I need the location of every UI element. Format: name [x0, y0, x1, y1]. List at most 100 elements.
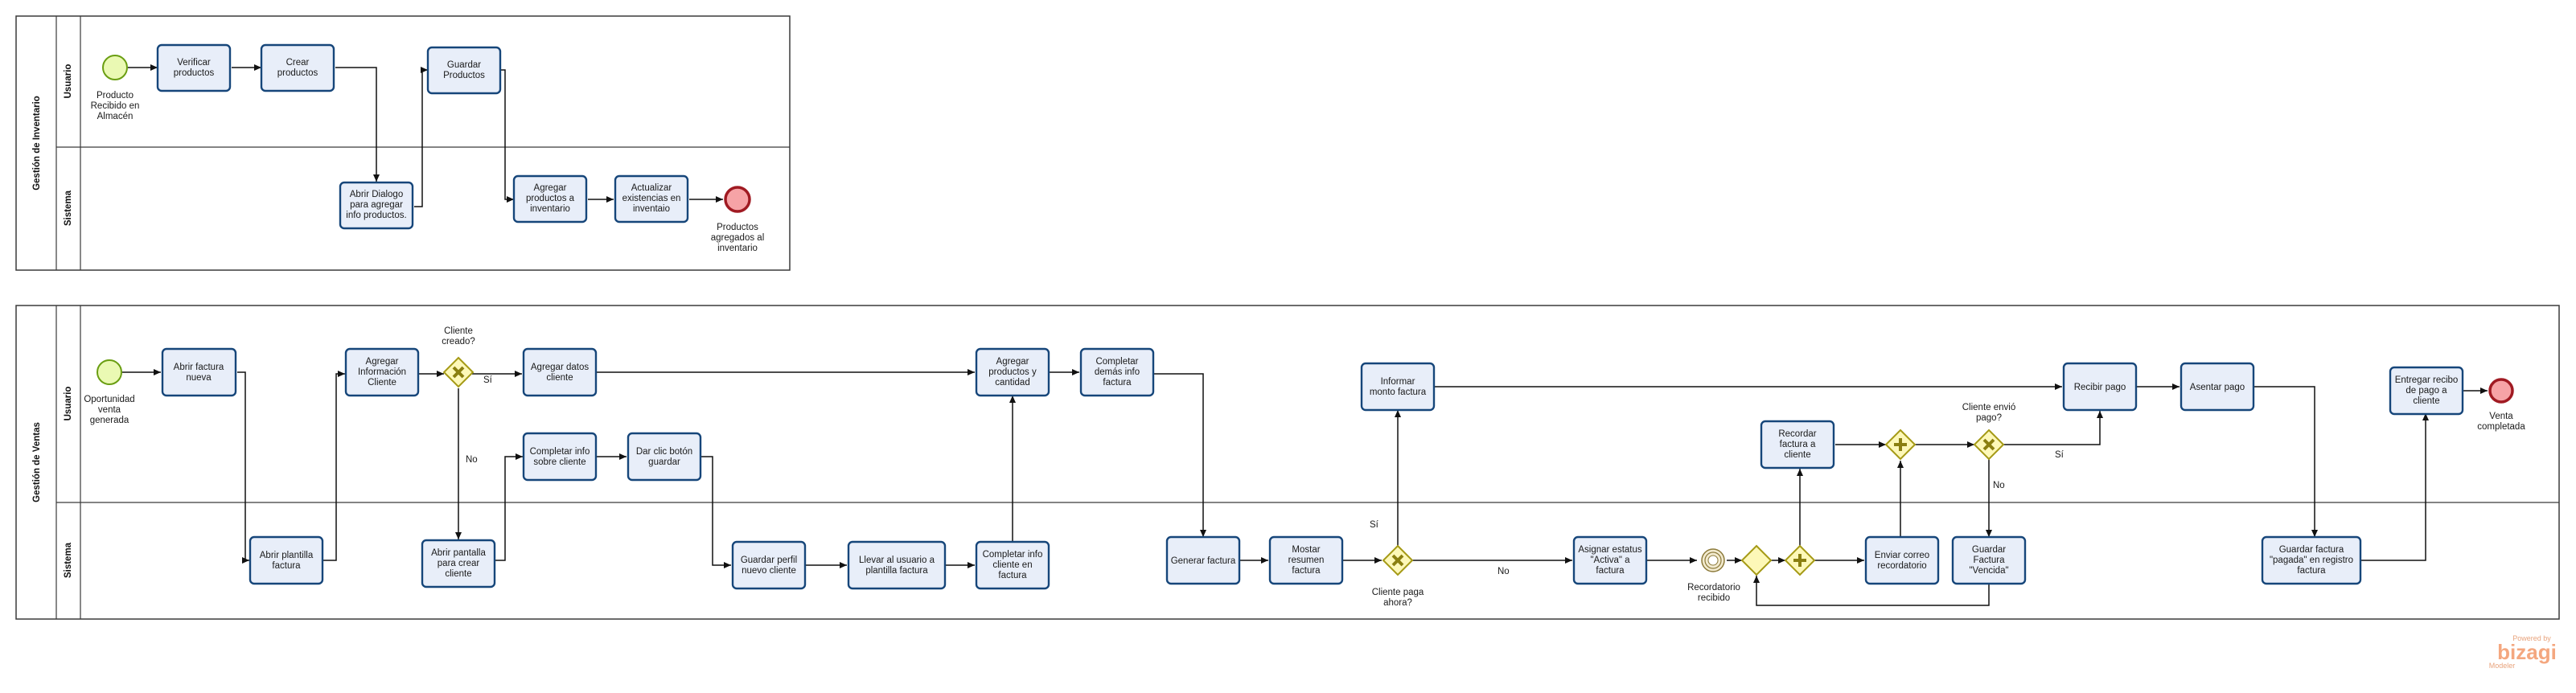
- task-agregar-informacion-cliente[interactable]: Agregar Información Cliente: [344, 347, 420, 397]
- task-recibir-pago[interactable]: Recibir pago: [2062, 362, 2138, 412]
- task-entregar-recibo[interactable]: Entregar recibo de pago a cliente: [2389, 366, 2464, 416]
- task-asentar-pago[interactable]: Asentar pago: [2180, 362, 2255, 412]
- task-label-line: Dar clic botón: [636, 447, 692, 457]
- task-mostrar-resumen-factura[interactable]: Mostar resumen factura: [1268, 535, 1344, 585]
- lane-usuario-label: Usuario: [64, 64, 73, 99]
- task-label-line: cantidad: [995, 378, 1029, 388]
- end-event-venta-completada: Venta completada: [2477, 378, 2525, 432]
- gateway-label-line: Cliente: [444, 326, 473, 336]
- task-guardar-factura-pagada[interactable]: Guardar factura "pagada" en registro fac…: [2261, 535, 2362, 585]
- task-label-line: Crear: [286, 58, 310, 68]
- task-crear-productos[interactable]: Crear productos: [260, 43, 335, 92]
- end-label-line: Venta: [2489, 412, 2513, 421]
- task-label-line: Mostar: [1292, 545, 1320, 555]
- task-label-line: Recibir pago: [2074, 383, 2126, 392]
- task-label-line: Completar info: [530, 447, 590, 457]
- task-abrir-dialogo[interactable]: Abrir Dialogo para agregar info producto…: [339, 181, 414, 230]
- task-label-line: cliente: [445, 569, 471, 579]
- task-actualizar-existencias[interactable]: Actualizar existencias en inventaio: [614, 174, 689, 223]
- task-label-line: factura a: [1780, 440, 1816, 449]
- task-label-line: para crear: [438, 559, 480, 568]
- timer-event-recordatorio: Recordatorio recibido: [1687, 548, 1740, 603]
- gateway-label-line: ahora?: [1383, 598, 1412, 608]
- task-guardar-productos[interactable]: Guardar Productos: [426, 46, 502, 95]
- task-label-line: Actualizar: [631, 183, 672, 193]
- task-completar-info-sobre-cliente[interactable]: Completar info sobre cliente: [522, 432, 598, 482]
- task-completar-demas-info[interactable]: Completar demás info factura: [1079, 347, 1155, 397]
- task-enviar-correo-recordatorio[interactable]: Enviar correo recordatorio: [1864, 535, 1940, 585]
- task-label-line: "pagada" en registro: [2270, 556, 2353, 565]
- task-label-line: Factura: [1974, 556, 2006, 565]
- gateway-label-line: Cliente envió: [1962, 403, 2015, 412]
- task-agregar-datos-cliente[interactable]: Agregar datos cliente: [522, 347, 598, 397]
- task-abrir-plantilla-factura[interactable]: Abrir plantilla factura: [249, 535, 324, 585]
- task-generar-factura[interactable]: Generar factura: [1165, 535, 1241, 585]
- task-asignar-estatus-activa[interactable]: Asignar estatus "Activa" a factura: [1572, 535, 1648, 585]
- task-label-line: nueva: [186, 373, 212, 383]
- start-label-line: venta: [98, 405, 121, 415]
- gateway-parallel-split: [1784, 544, 1816, 576]
- task-label-line: monto factura: [1370, 388, 1427, 397]
- task-label-line: Agregar: [366, 357, 399, 367]
- task-label-line: "Activa" a: [1590, 556, 1630, 565]
- task-label-line: cliente en: [992, 560, 1032, 570]
- logo-product-text: Modeler: [2489, 662, 2516, 670]
- task-label-line: Informar: [1381, 377, 1415, 387]
- task-verificar-productos[interactable]: Verificar productos: [156, 43, 232, 92]
- gateway-label-line: Cliente paga: [1372, 588, 1424, 597]
- gateway-parallel-join: [1884, 429, 1917, 461]
- task-label-line: cliente: [2413, 396, 2439, 406]
- start-event-oportunidad: Oportunidad venta generada: [84, 359, 135, 425]
- task-label-line: recordatorio: [1877, 561, 1926, 571]
- flows-ventas: [122, 369, 2488, 606]
- task-label-line: Agregar: [534, 183, 567, 193]
- task-guardar-perfil-cliente[interactable]: Guardar perfil nuevo cliente: [731, 540, 807, 590]
- task-abrir-factura-nueva[interactable]: Abrir factura nueva: [161, 347, 237, 397]
- task-abrir-pantalla-crear-cliente[interactable]: Abrir pantalla para crear cliente: [421, 539, 496, 588]
- task-label-line: Agregar datos: [531, 363, 589, 372]
- task-label-line: Agregar: [996, 357, 1029, 367]
- task-label-line: Abrir Dialogo: [350, 190, 403, 199]
- task-label-line: guardar: [648, 457, 680, 467]
- task-llevar-usuario-plantilla[interactable]: Llevar al usuario a plantilla factura: [847, 540, 947, 590]
- flows-inventario: [128, 64, 723, 207]
- task-label-line: Asentar pago: [2190, 383, 2245, 392]
- task-label-line: Guardar perfil: [741, 556, 797, 565]
- task-informar-monto-factura[interactable]: Informar monto factura: [1360, 362, 1436, 412]
- task-label-line: "Vencida": [1969, 566, 2008, 576]
- task-label-line: Abrir pantalla: [431, 548, 486, 558]
- task-label-line: demás info: [1095, 367, 1140, 377]
- event-label-line: Recordatorio: [1687, 583, 1740, 593]
- start-event-producto-recibido: Producto Recibido en Almacén: [91, 55, 140, 121]
- task-agregar-productos-inventario[interactable]: Agregar productos a inventario: [512, 174, 588, 223]
- task-label-line: productos: [174, 68, 215, 78]
- start-label-line: Recibido en: [91, 101, 140, 111]
- task-guardar-factura-vencida[interactable]: Guardar Factura "Vencida": [1951, 535, 2027, 585]
- task-label-line: inventaio: [633, 204, 670, 214]
- task-label-line: Guardar: [447, 60, 481, 70]
- lane-sistema-label: Sistema: [64, 542, 73, 578]
- task-label-line: Guardar: [1972, 545, 2006, 555]
- bizagi-logo: Powered by bizagi Modeler: [2489, 634, 2557, 670]
- task-agregar-productos-cantidad[interactable]: Agregar productos y cantidad: [975, 347, 1050, 397]
- start-label-line: Producto: [97, 91, 134, 100]
- task-completar-info-cliente-factura[interactable]: Completar info cliente en factura: [975, 540, 1050, 590]
- logo-powered-text: Powered by: [2512, 634, 2551, 642]
- task-label-line: info productos.: [346, 211, 406, 220]
- end-event-productos-agregados: Productos agregados al inventario: [711, 186, 764, 253]
- task-label-line: factura: [1596, 566, 1625, 576]
- task-label-line: Generar factura: [1171, 556, 1236, 566]
- pool-inventario: Gestión de Inventario Usuario Sistema: [15, 15, 791, 271]
- gateway-cliente-paga: Cliente paga ahora?: [1372, 544, 1424, 608]
- task-label-line: Recordar: [1778, 429, 1816, 439]
- end-label-line: inventario: [717, 244, 758, 253]
- start-label-line: Almacén: [97, 112, 134, 121]
- task-recordar-factura-cliente[interactable]: Recordar factura a cliente: [1760, 420, 1835, 470]
- gateway-label-line: creado?: [442, 337, 475, 346]
- task-dar-clic-guardar[interactable]: Dar clic botón guardar: [627, 432, 702, 482]
- task-label-line: Completar info: [983, 550, 1043, 560]
- task-label-line: Cliente: [368, 378, 396, 388]
- task-label-line: de pago a: [2405, 386, 2447, 396]
- gateway-merge: [1740, 544, 1773, 576]
